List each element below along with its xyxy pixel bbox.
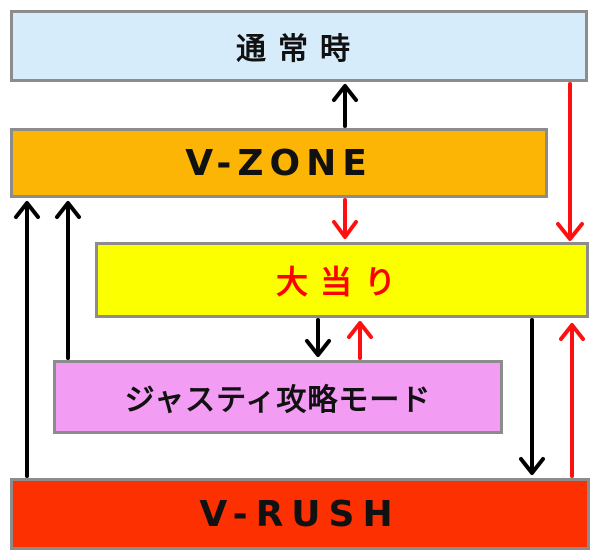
arrow-hit-to-vrush [519,318,545,475]
arrow-vzone-to-hit [332,198,358,239]
v-zone-node: V-ZONE [10,128,548,198]
arrow-normal-to-hit [556,82,584,241]
arrow-justice-to-vzone [55,201,81,360]
jackpot-node: 大当り [95,242,589,318]
arrow-hit-to-justice [305,318,331,357]
v-rush-node: V-RUSH [10,478,590,550]
justice-strategy-mode-node: ジャスティ攻略モード [53,360,503,434]
justice-strategy-mode-label: ジャスティ攻略モード [124,383,432,418]
arrow-vzone-to-normal [332,84,358,128]
v-zone-label: V-ZONE [185,142,373,184]
arrow-vrush-to-hit [559,323,585,478]
arrow-vrush-to-vzone [14,201,40,478]
v-rush-label: V-RUSH [199,493,401,535]
normal-state-node: 通常時 [10,10,588,82]
jackpot-label: 大当り [275,263,408,301]
normal-state-label: 通常時 [236,32,362,67]
arrow-justice-to-hit [347,321,373,360]
